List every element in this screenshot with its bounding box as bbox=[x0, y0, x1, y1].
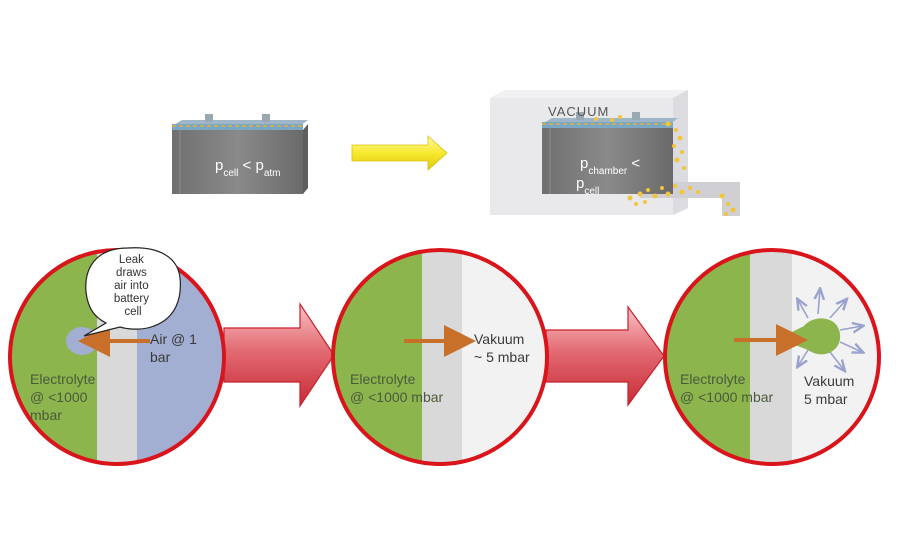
process-arrow-1 bbox=[223, 302, 335, 408]
air-pressure-label: Air @ 1 bar bbox=[150, 331, 201, 365]
process-arrow-top bbox=[351, 135, 448, 171]
chamber-pressure-formula: pchamber < bbox=[580, 155, 640, 177]
vacuum-chamber-label: VACUUM bbox=[548, 104, 609, 119]
electrolyte-label-2: Electrolyte @ <1000 mbar bbox=[350, 371, 444, 405]
cell-pressure-formula: pcell < patm bbox=[215, 157, 280, 179]
panel-electrolyte-escape bbox=[663, 248, 881, 466]
vacuum-label-2: Vakuum ~ 5 mbar bbox=[474, 331, 530, 365]
panel-vacuum-start bbox=[331, 248, 549, 466]
process-arrow-2 bbox=[545, 305, 665, 407]
electrolyte-label-3: Electrolyte @ <1000 mbar bbox=[680, 371, 774, 405]
callout-bubble bbox=[83, 247, 181, 337]
callout-text: Leak draws air into battery cell bbox=[114, 254, 152, 318]
dispersion-arrows bbox=[798, 290, 862, 370]
battery-cell-left bbox=[172, 114, 308, 194]
vacuum-chamber bbox=[490, 90, 740, 216]
chamber-pressure-formula-line2: pcell bbox=[576, 175, 599, 197]
leak-particles bbox=[594, 115, 736, 216]
vacuum-label-3: Vakuum 5 mbar bbox=[804, 373, 858, 407]
electrolyte-label-1: Electrolyte @ <1000 mbar bbox=[30, 371, 99, 423]
